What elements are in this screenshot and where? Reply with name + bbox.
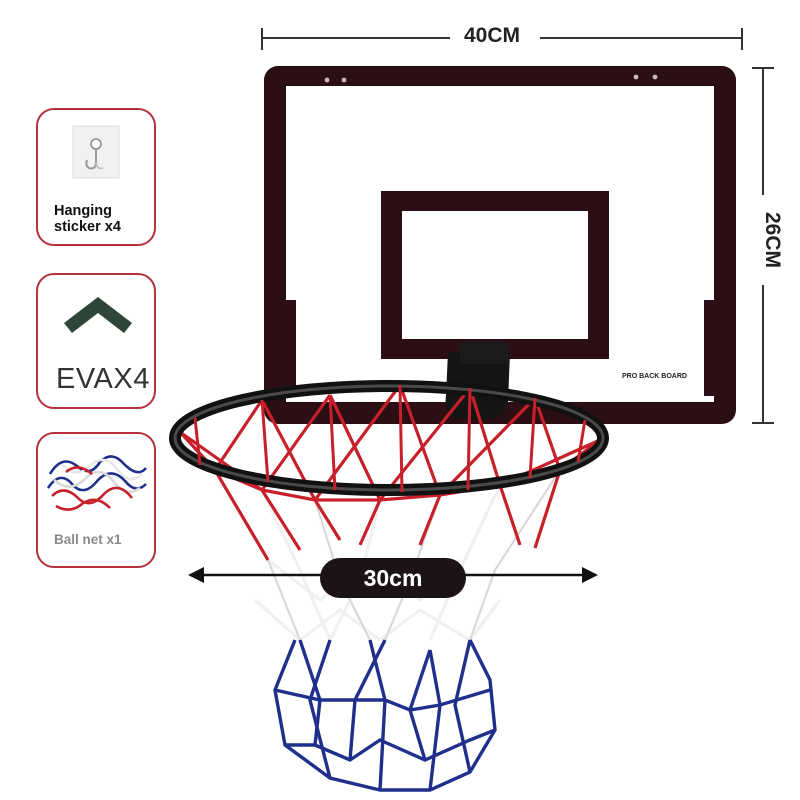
- net-blue-strands: [273, 639, 497, 792]
- accessory-card-hanging-sticker: Hanging sticker x4: [36, 108, 156, 246]
- backboard-height-label: 26CM: [760, 205, 785, 275]
- height-dimension-line: [752, 67, 774, 424]
- accessory-card-ball-net: Ball net x1: [36, 432, 156, 568]
- ball-net-icon: [46, 455, 148, 511]
- eva-corner-icon: [64, 297, 132, 333]
- accessory-label-hanging-sticker: Hanging sticker x4: [54, 203, 121, 235]
- accessory-card-eva: EVAX4: [36, 273, 156, 409]
- width-dimension-line: [261, 28, 743, 50]
- backboard: [264, 66, 736, 424]
- accessory-label-ball-net: Ball net x1: [54, 532, 122, 547]
- net-rim-loops: [193, 384, 587, 493]
- accessory-label-eva: EVAX4: [56, 363, 150, 395]
- hanging-hook-icon: [72, 125, 120, 179]
- backboard-width-label: 40CM: [458, 24, 527, 48]
- rim: [169, 380, 609, 496]
- rim-diameter-label: 30cm: [320, 558, 466, 598]
- backboard-label: PRO BACK BOARD: [622, 373, 687, 380]
